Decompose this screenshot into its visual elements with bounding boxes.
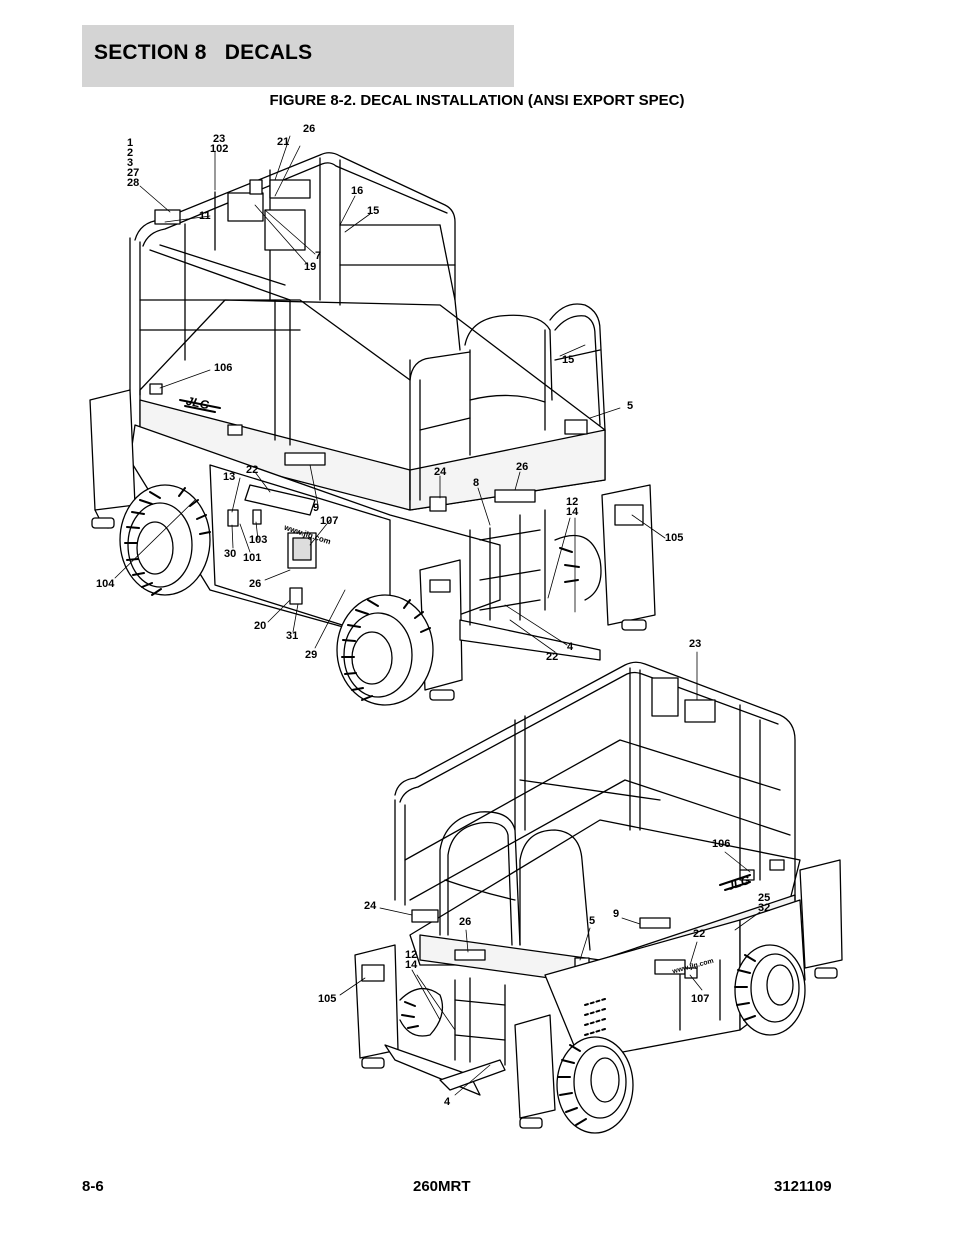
callout-stack-23-102: 23 102 (210, 133, 229, 155)
callout-5: 5 (627, 400, 634, 412)
section-header-bar: SECTION 8 DECALS (82, 25, 514, 87)
callout-22: 22 (246, 464, 259, 476)
callout-106b: 106 (712, 838, 731, 850)
callout-30: 30 (224, 548, 237, 560)
callout-32: 32 (758, 902, 771, 914)
callout-9: 9 (313, 502, 320, 514)
callout-8: 8 (473, 477, 480, 489)
callout-stack-25-32: 25 32 (758, 892, 771, 914)
figure-title: FIGURE 8-2. DECAL INSTALLATION (ANSI EXP… (269, 92, 685, 109)
callout-104: 104 (96, 578, 115, 590)
callout-13: 13 (223, 471, 236, 483)
callout-4b: 4 (444, 1096, 451, 1108)
callout-31: 31 (286, 630, 299, 642)
callout-28: 28 (127, 177, 140, 189)
callout-106: 106 (214, 362, 233, 374)
jlg-logo-top: JLG (184, 393, 211, 413)
callout-25: 25 (758, 892, 771, 904)
callout-26: 26 (303, 123, 316, 135)
callout-2: 2 (127, 147, 134, 159)
top-machine-view (89, 152, 656, 706)
bottom-leader-lines (339, 651, 761, 1096)
bottom-machine-view (354, 661, 843, 1134)
footer-manual-number: 3121109 (774, 1178, 832, 1195)
callout-stack-1-2-3-27-28: 1 2 3 27 28 (127, 137, 140, 189)
callout-22b: 22 (546, 651, 559, 663)
section-title: SECTION 8 DECALS (94, 41, 313, 64)
callout-27: 27 (127, 167, 140, 179)
callout-22c: 22 (693, 928, 706, 940)
callout-20: 20 (254, 620, 267, 632)
callout-1: 1 (127, 137, 134, 149)
callout-26d: 26 (459, 916, 472, 928)
callout-103: 103 (249, 534, 268, 546)
callout-15: 15 (367, 205, 380, 217)
callout-21: 21 (277, 136, 290, 148)
callout-101: 101 (243, 552, 262, 564)
callout-23: 23 (213, 133, 226, 145)
callout-12b: 12 (405, 949, 418, 961)
callout-24b: 24 (364, 900, 377, 912)
footer-page-number: 8-6 (82, 1178, 104, 1195)
callout-4: 4 (567, 641, 574, 653)
callout-102: 102 (210, 143, 229, 155)
callout-105: 105 (665, 532, 684, 544)
callout-stack-12-14: 12 14 (566, 496, 579, 518)
callout-3: 3 (127, 157, 134, 169)
callout-107b: 107 (691, 993, 710, 1005)
callout-stack-12-14b: 12 14 (405, 949, 418, 971)
callout-14b: 14 (405, 959, 418, 971)
callout-15b: 15 (562, 354, 575, 366)
callout-16: 16 (351, 185, 364, 197)
callout-5b: 5 (589, 915, 596, 927)
callout-19: 19 (304, 261, 317, 273)
top-leader-lines (114, 135, 666, 653)
callout-9b: 9 (613, 908, 620, 920)
callout-105b: 105 (318, 993, 337, 1005)
callout-23b: 23 (689, 638, 702, 650)
callout-24: 24 (434, 466, 447, 478)
callout-12: 12 (566, 496, 579, 508)
callout-7: 7 (315, 250, 322, 262)
callout-26b: 26 (516, 461, 529, 473)
footer-model: 260MRT (413, 1178, 471, 1195)
callout-14: 14 (566, 506, 579, 518)
callout-26c: 26 (249, 578, 262, 590)
callout-11: 11 (199, 210, 211, 222)
callout-107: 107 (320, 515, 339, 527)
callout-29: 29 (305, 649, 318, 661)
